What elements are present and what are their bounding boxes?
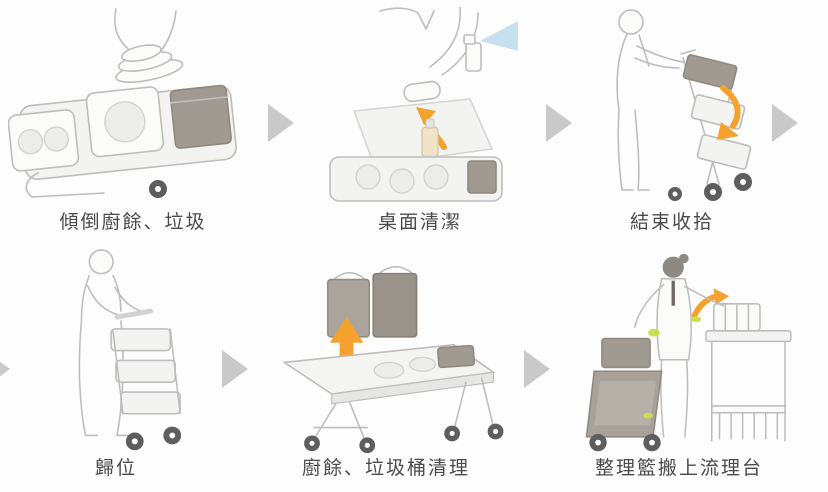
flow-arrow-icon (268, 104, 294, 142)
flow-arrow-icon (222, 350, 248, 388)
bin-cleaning-illustration (281, 265, 503, 454)
flow-arrow-icon (0, 350, 10, 388)
step-caption: 桌面清潔 (377, 211, 462, 234)
step-finish-collecting: 結束收拾 (574, 0, 770, 246)
step-caption: 結束收拾 (629, 211, 714, 234)
step-caption: 傾倒廚餘、垃圾 (59, 211, 207, 234)
step-return-cart: 歸位 (12, 246, 220, 492)
flow-arrow-icon (524, 350, 550, 388)
flow-arrow-icon (772, 104, 798, 142)
step-basket-to-counter: 整理籃搬上流理台 (552, 246, 806, 492)
flow-arrow-icon (546, 104, 572, 142)
return-cart-illustration (78, 249, 181, 451)
step-bin-cleaning: 廚餘、垃圾桶清理 (250, 246, 522, 492)
step-caption: 歸位 (94, 457, 137, 480)
table-cleaning-illustration (329, 7, 518, 203)
step-dump-food-waste: 傾倒廚餘、垃圾 (0, 0, 266, 246)
basket-to-counter-illustration (585, 253, 792, 452)
step-caption: 整理籃搬上流理台 (594, 457, 763, 480)
step-caption: 廚餘、垃圾桶清理 (301, 457, 470, 480)
dump-food-waste-illustration (8, 8, 237, 199)
diagram-row-1: 傾倒廚餘、垃圾 桌面 (0, 0, 798, 246)
step-table-cleaning: 桌面清潔 (296, 0, 544, 246)
finish-collecting-illustration (615, 9, 752, 202)
diagram-row-2: 歸位 (0, 246, 828, 492)
